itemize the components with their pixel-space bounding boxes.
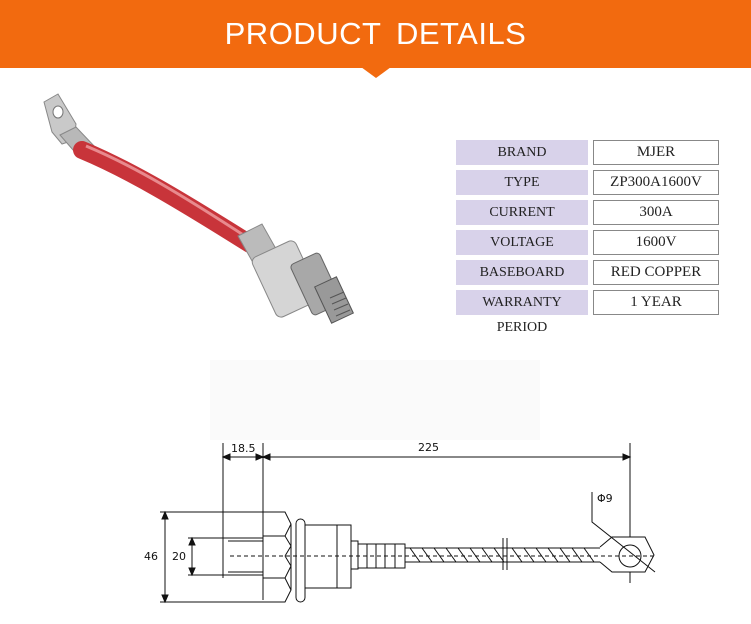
spec-value: RED COPPER: [593, 260, 719, 285]
page-title: PRODUCT DETAILS: [224, 16, 527, 51]
spec-value: ZP300A1600V: [593, 170, 719, 195]
spec-value: 1 YEAR: [593, 290, 719, 315]
diode-body: [237, 223, 354, 324]
spec-label: BRAND: [456, 140, 588, 165]
spec-label: VOLTAGE: [456, 230, 588, 255]
dim-thread-dia: 20: [172, 550, 186, 563]
spec-value: MJER: [593, 140, 719, 165]
header-banner: PRODUCT DETAILS: [0, 0, 751, 68]
spec-label: BASEBOARD: [456, 260, 588, 285]
dim-thread-length: 18.5: [231, 442, 256, 455]
spec-label: TYPE: [456, 170, 588, 195]
dim-hole-dia: Φ9: [597, 492, 613, 505]
header-notch: [361, 67, 391, 78]
red-cable: [73, 141, 259, 253]
spec-value: 1600V: [593, 230, 719, 255]
dim-height: 46: [144, 550, 158, 563]
spec-label: CURRENT: [456, 200, 588, 225]
dim-total-length: 225: [418, 441, 439, 454]
spec-value: 300A: [593, 200, 719, 225]
spec-label: WARRANTY PERIOD: [456, 290, 588, 335]
